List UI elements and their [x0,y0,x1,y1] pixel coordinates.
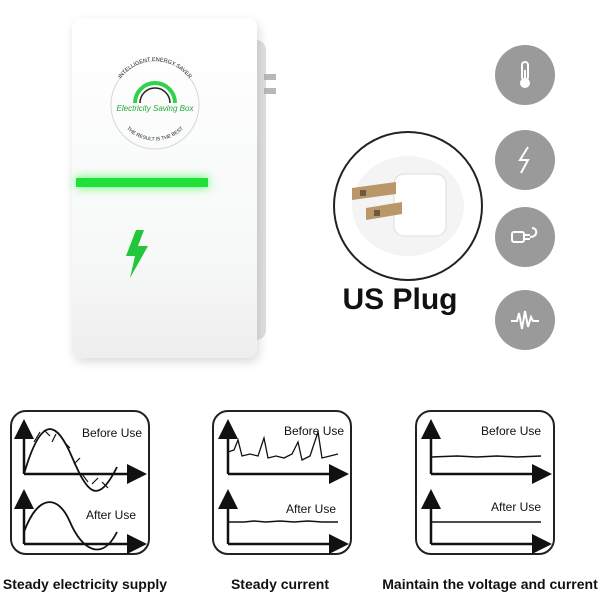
thermometer-icon [520,61,530,88]
feature-plug-socket [495,207,555,267]
graph-current [218,419,349,554]
before-use-label: Before Use [284,424,345,438]
after-use-label: After Use [86,508,137,522]
plug-title: US Plug [342,283,458,316]
after-use-label: After Use [491,500,542,514]
us-plug-photo [333,131,483,281]
feature-waveform [495,290,555,350]
lightning-bolt-icon [126,230,148,278]
graph-supply [13,419,147,554]
feature-lightning [495,130,555,190]
lightning-icon [518,146,530,174]
waveform-icon [511,310,539,330]
energy-saver-device [72,18,257,358]
plug-socket-icon [511,227,538,243]
graph-panel-steady-supply: Before Use After Use [10,410,150,555]
caption-steady-current: Steady current [230,576,330,592]
brand-logo: INTELLIGENT ENERGY SAVER Electricity Sav… [110,57,200,150]
logo-top-text: INTELLIGENT ENERGY SAVER [118,57,193,80]
before-use-label: Before Use [82,426,143,440]
svg-text:THE RESULT IS THE BEST: THE RESULT IS THE BEST [125,126,184,143]
caption-maintain-voltage: Maintain the voltage and current [382,576,598,592]
logo-bottom-text: THE RESULT IS THE BEST [125,126,184,143]
graph-voltage [421,419,552,554]
before-use-label: Before Use [481,424,542,438]
logo-middle-text: Electricity Saving Box [117,104,195,113]
caption-steady-supply: Steady electricity supply [2,576,168,592]
svg-text:INTELLIGENT ENERGY SAVER: INTELLIGENT ENERGY SAVER [118,57,193,80]
graph-panel-steady-current: Before Use After Use [212,410,352,555]
device-prong [264,74,276,94]
green-indicator-light [76,178,208,187]
after-use-label: After Use [286,502,337,516]
graph-panel-maintain-voltage: Before Use After Use [415,410,555,555]
feature-thermometer [495,45,555,105]
